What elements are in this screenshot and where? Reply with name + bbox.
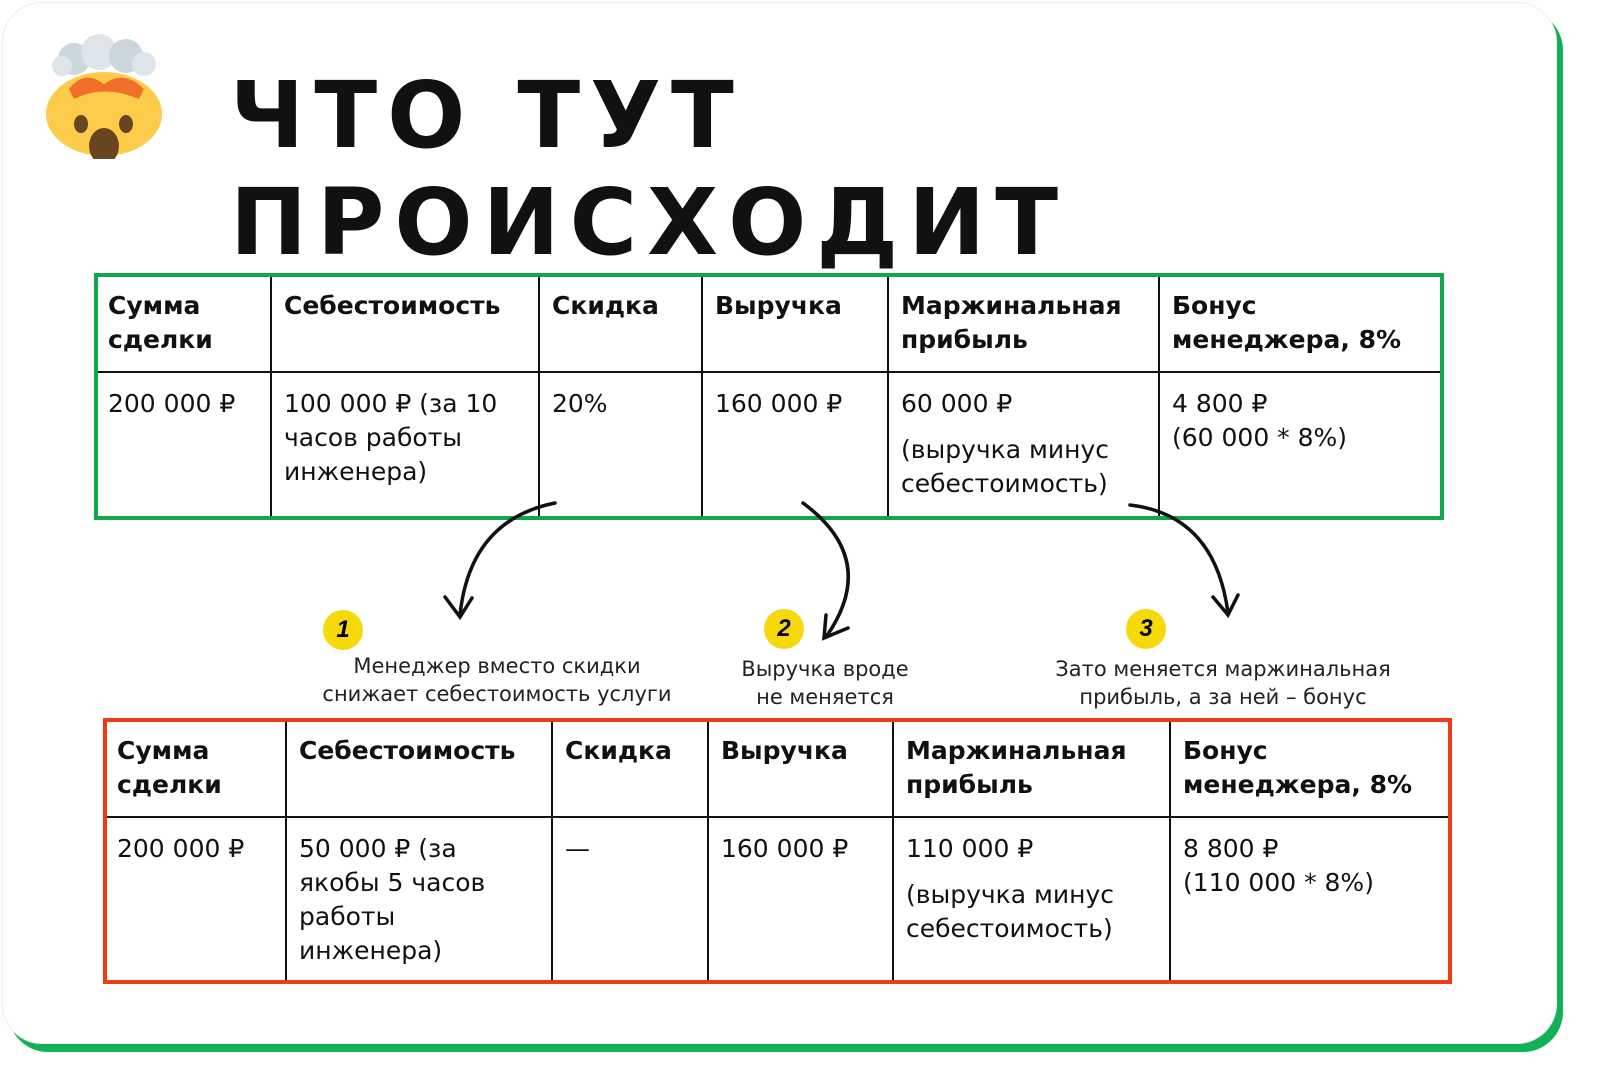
header-bonus: Бонус менеджера, 8% (1169, 720, 1450, 818)
cell-bonus: 8 800 ₽ (110 000 * 8%) (1169, 816, 1450, 982)
cell-cost: 100 000 ₽ (за 10 часов работы инженера) (270, 371, 540, 518)
margin-value: 60 000 ₽ (901, 389, 1013, 418)
arrow-1 (443, 501, 557, 621)
cell-sum: 200 000 ₽ (96, 371, 272, 518)
margin-value: 110 000 ₽ (906, 834, 1034, 863)
arrow-3 (1128, 503, 1240, 619)
note-2: Выручка вроде не меняется (741, 657, 909, 709)
exploding-head-emoji-icon (46, 34, 162, 159)
cell-discount: — (551, 816, 709, 982)
cell-cost: 50 000 ₽ (за якобы 5 часов работы инжене… (285, 816, 553, 982)
bonus-value: 4 800 ₽ (1172, 389, 1268, 418)
table-row: 200 000 ₽ 100 000 ₽ (за 10 часов работы … (96, 371, 1442, 518)
cell-margin: 60 000 ₽ (выручка минус себестоимость) (887, 371, 1160, 518)
bonus-value: 8 800 ₽ (1183, 834, 1279, 863)
header-sum: Сумма сделки (105, 720, 287, 818)
badge-2: 2 (764, 609, 804, 649)
cell-discount: 20% (538, 371, 703, 518)
note-3: Зато меняется маржинальная прибыль, а за… (1055, 657, 1391, 709)
cell-margin: 110 000 ₽ (выручка минус себестоимость) (892, 816, 1171, 982)
cell-revenue: 160 000 ₽ (701, 371, 889, 518)
cell-bonus: 4 800 ₽ (60 000 * 8%) (1158, 371, 1442, 518)
table-row: 200 000 ₽ 50 000 ₽ (за якобы 5 часов раб… (105, 816, 1450, 982)
bonus-note: (110 000 * 8%) (1183, 868, 1374, 897)
header-margin: Маржинальная прибыль (892, 720, 1171, 818)
header-margin: Маржинальная прибыль (887, 275, 1160, 373)
table-header-row: Сумма сделки Себестоимость Скидка Выручк… (105, 720, 1450, 818)
badge-3: 3 (1126, 609, 1166, 649)
header-discount: Скидка (538, 275, 703, 373)
header-sum: Сумма сделки (96, 275, 272, 373)
table-before: Сумма сделки Себестоимость Скидка Выручк… (94, 273, 1444, 520)
header-bonus: Бонус менеджера, 8% (1158, 275, 1442, 373)
cell-revenue: 160 000 ₽ (707, 816, 894, 982)
margin-note: (выручка минус себестоимость) (906, 880, 1115, 943)
table-after: Сумма сделки Себестоимость Скидка Выручк… (103, 718, 1452, 984)
note-1: Менеджер вместо скидки снижает себестоим… (322, 654, 672, 706)
header-cost: Себестоимость (270, 275, 540, 373)
badge-1: 1 (323, 610, 363, 650)
margin-note: (выручка минус себестоимость) (901, 435, 1110, 498)
header-discount: Скидка (551, 720, 709, 818)
header-revenue: Выручка (707, 720, 894, 818)
bonus-note: (60 000 * 8%) (1172, 423, 1348, 452)
header-cost: Себестоимость (285, 720, 553, 818)
table-header-row: Сумма сделки Себестоимость Скидка Выручк… (96, 275, 1442, 373)
arrow-2 (801, 501, 850, 641)
page-title: ЧТО ТУТ ПРОИСХОДИТ (230, 62, 1068, 276)
cell-sum: 200 000 ₽ (105, 816, 287, 982)
header-revenue: Выручка (701, 275, 889, 373)
